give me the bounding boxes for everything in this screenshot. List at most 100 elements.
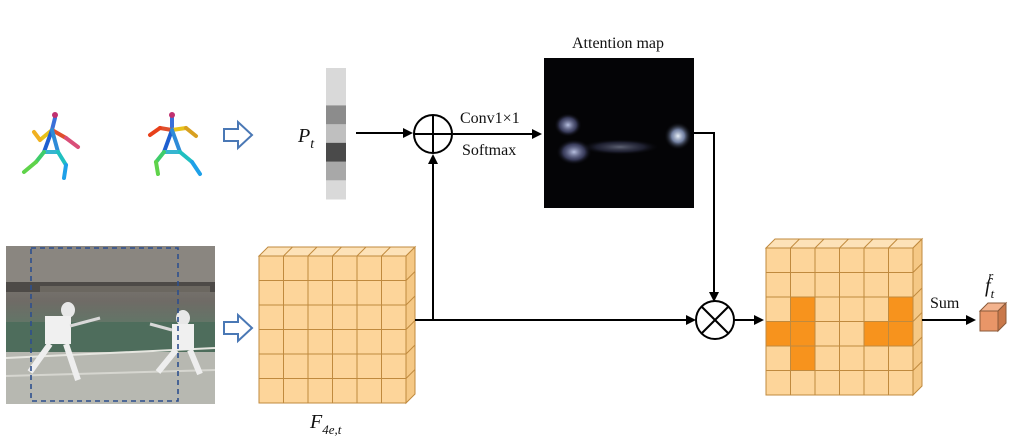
- cube-cell: [307, 378, 333, 404]
- cube-cell: [381, 255, 407, 281]
- cube-cell: [283, 280, 309, 306]
- cube-cell: [356, 304, 382, 330]
- cube-cell: [381, 378, 407, 404]
- frame-feature-cube: [257, 245, 417, 405]
- cube-cell: [283, 304, 309, 330]
- hollow-arrow-bottom: [223, 312, 254, 344]
- cube-cell: [307, 353, 333, 379]
- cube-cell: [839, 321, 865, 347]
- cube-cell: [356, 378, 382, 404]
- pose-feature-label: Pt: [297, 125, 315, 152]
- cube-cell: [814, 345, 840, 371]
- softmax-label: Softmax: [462, 142, 516, 159]
- cube-cell: [332, 255, 358, 281]
- crop-box: [30, 247, 179, 402]
- pose-feature-strip: [326, 68, 346, 200]
- cube-cell: [863, 272, 889, 298]
- cube-cell: [790, 296, 816, 322]
- cube-cell: [258, 353, 284, 379]
- hollow-arrow-top: [223, 119, 254, 151]
- frame-feature-label: F4e,t: [309, 411, 342, 437]
- cube-cell: [888, 370, 914, 396]
- cube-cell: [765, 321, 791, 347]
- cube-cell: [839, 296, 865, 322]
- cube-cell: [790, 247, 816, 273]
- cube-cell: [258, 280, 284, 306]
- cube-cell: [839, 247, 865, 273]
- cube-cell: [814, 272, 840, 298]
- cube-cell: [790, 345, 816, 371]
- cube-cell: [863, 321, 889, 347]
- cube-cell: [863, 345, 889, 371]
- output-feature-cube: [978, 301, 1008, 333]
- cube-cell: [332, 304, 358, 330]
- cube-cell: [765, 272, 791, 298]
- cube-cell: [283, 353, 309, 379]
- cube-cell: [790, 370, 816, 396]
- cube-cell: [381, 304, 407, 330]
- weighted-feature-cube: [764, 237, 924, 397]
- cube-cell: [839, 345, 865, 371]
- pose-strip-cell: [326, 68, 346, 88]
- cube-cell: [332, 280, 358, 306]
- cube-cell: [258, 378, 284, 404]
- cube-cell: [888, 296, 914, 322]
- cube-cell: [381, 353, 407, 379]
- pose-strip-cell: [326, 142, 346, 163]
- multiply-operator: [695, 300, 735, 340]
- cube-cell: [839, 370, 865, 396]
- cube-cell: [283, 378, 309, 404]
- cube-cell: [765, 296, 791, 322]
- cube-cell: [356, 255, 382, 281]
- cube-cell: [307, 304, 333, 330]
- cube-cell: [765, 345, 791, 371]
- skeleton-pose-2: [148, 112, 202, 176]
- pose-strip-cell: [326, 86, 346, 106]
- attention-map-title: Attention map: [572, 35, 664, 52]
- cube-cell: [258, 329, 284, 355]
- conv-label: Conv1×1: [460, 110, 520, 127]
- cube-cell: [888, 247, 914, 273]
- cube-cell: [814, 370, 840, 396]
- cube-cell: [839, 272, 865, 298]
- pose-strip-cell: [326, 105, 346, 125]
- cube-cell: [381, 280, 407, 306]
- cube-cell: [814, 247, 840, 273]
- cube-cell: [888, 345, 914, 371]
- cube-cell: [332, 329, 358, 355]
- cube-cell: [283, 255, 309, 281]
- output-feature-label: ftr: [985, 268, 995, 301]
- cube-cell: [356, 353, 382, 379]
- cube-cell: [381, 329, 407, 355]
- cube-cell: [863, 370, 889, 396]
- cube-cell: [307, 280, 333, 306]
- arrow-attention-to-multiply: [694, 132, 719, 302]
- attention-map-image: [544, 58, 694, 208]
- pose-strip-cell: [326, 180, 346, 200]
- cube-cell: [258, 255, 284, 281]
- fencing-frame-image: [5, 246, 216, 404]
- cube-cell: [765, 370, 791, 396]
- cube-cell: [814, 321, 840, 347]
- add-operator: [413, 114, 453, 154]
- cube-cell: [790, 321, 816, 347]
- cube-cell: [332, 378, 358, 404]
- sum-label: Sum: [930, 295, 960, 312]
- cube-cell: [863, 296, 889, 322]
- cube-cell: [356, 329, 382, 355]
- cube-cell: [863, 247, 889, 273]
- cube-cell: [888, 272, 914, 298]
- cube-cell: [258, 304, 284, 330]
- cube-cell: [332, 353, 358, 379]
- cube-cell: [790, 272, 816, 298]
- cube-cell: [307, 329, 333, 355]
- skeleton-pose-1: [22, 112, 80, 180]
- pose-strip-cell: [326, 124, 346, 144]
- cube-cell: [283, 329, 309, 355]
- cube-cell: [888, 321, 914, 347]
- cube-cell: [356, 280, 382, 306]
- pose-strip-cell: [326, 161, 346, 181]
- cube-cell: [307, 255, 333, 281]
- cube-cell: [765, 247, 791, 273]
